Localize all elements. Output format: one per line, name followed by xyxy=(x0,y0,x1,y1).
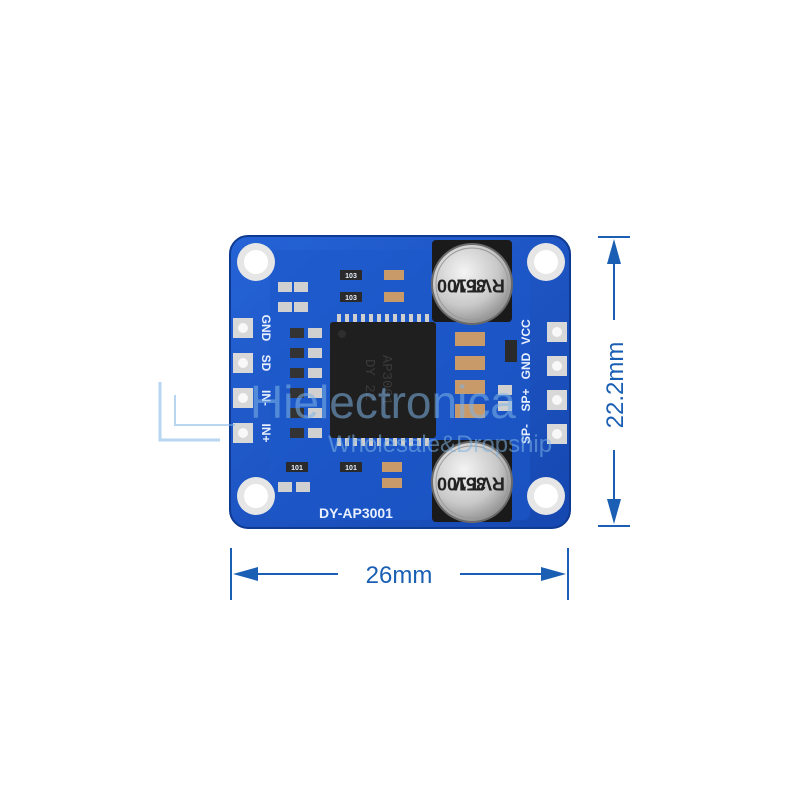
right-pin-labels: SP- SP+ GND VCC xyxy=(519,319,533,444)
chip-marking-line1: AP3001 xyxy=(378,355,394,405)
pin-label-gnd-right: GND xyxy=(519,352,533,379)
height-label: 22.2mm xyxy=(602,342,629,429)
capacitor-top-text-capacitance: 100 xyxy=(437,275,467,295)
pin-label-vcc: VCC xyxy=(519,319,533,345)
capacitor-top-text-voltage: 35V xyxy=(454,275,486,295)
amplifier-ic: AP3001 DY 22 xyxy=(330,314,436,446)
width-dimension: 26mm xyxy=(230,548,569,600)
pin-label-in-minus: IN- xyxy=(259,390,273,406)
watermark: Hielectronica Wholesale&Dropship xyxy=(158,376,552,458)
resistors: 103 103 101 101 xyxy=(286,270,404,488)
width-label: 26mm xyxy=(366,562,433,589)
pin-label-sd: SD xyxy=(259,355,273,372)
capacitor-bottom-text-voltage: 35V xyxy=(454,473,486,493)
right-pin-pads xyxy=(547,322,567,444)
watermark-tagline: Wholesale&Dropship xyxy=(328,431,552,458)
smd-components-left xyxy=(278,282,322,492)
capacitor-bottom-text-rvt: RVT xyxy=(469,473,505,493)
capacitor-bottom-text-capacitance: 100 xyxy=(437,473,467,493)
capacitor-bottom: RVT 35V 100 xyxy=(431,440,513,523)
resistor-code: 103 xyxy=(345,295,357,302)
watermark-brand: Hielectronica xyxy=(250,376,516,428)
board-model-label: DY-AP3001 xyxy=(319,505,393,521)
pin-label-sp-plus: SP+ xyxy=(519,388,533,411)
height-dimension: 22.2mm xyxy=(598,236,630,527)
chip-marking-line2: DY 22 xyxy=(361,359,377,401)
pin-label-sp-minus: SP- xyxy=(519,424,533,444)
mounting-holes xyxy=(237,243,565,515)
pin-label-gnd: GND xyxy=(259,315,273,342)
resistor-code: 101 xyxy=(345,465,357,472)
left-pin-labels: GND SD IN- IN+ xyxy=(259,315,273,443)
smd-components-right xyxy=(455,332,517,418)
resistor-code: 103 xyxy=(345,273,357,280)
capacitor-top-text-rvt: RVT xyxy=(469,275,505,295)
capacitor-top: RVT 35V 100 xyxy=(431,240,513,325)
resistor-code: 101 xyxy=(291,465,303,472)
pin-label-in-plus: IN+ xyxy=(259,423,273,442)
left-pin-pads xyxy=(233,318,253,443)
